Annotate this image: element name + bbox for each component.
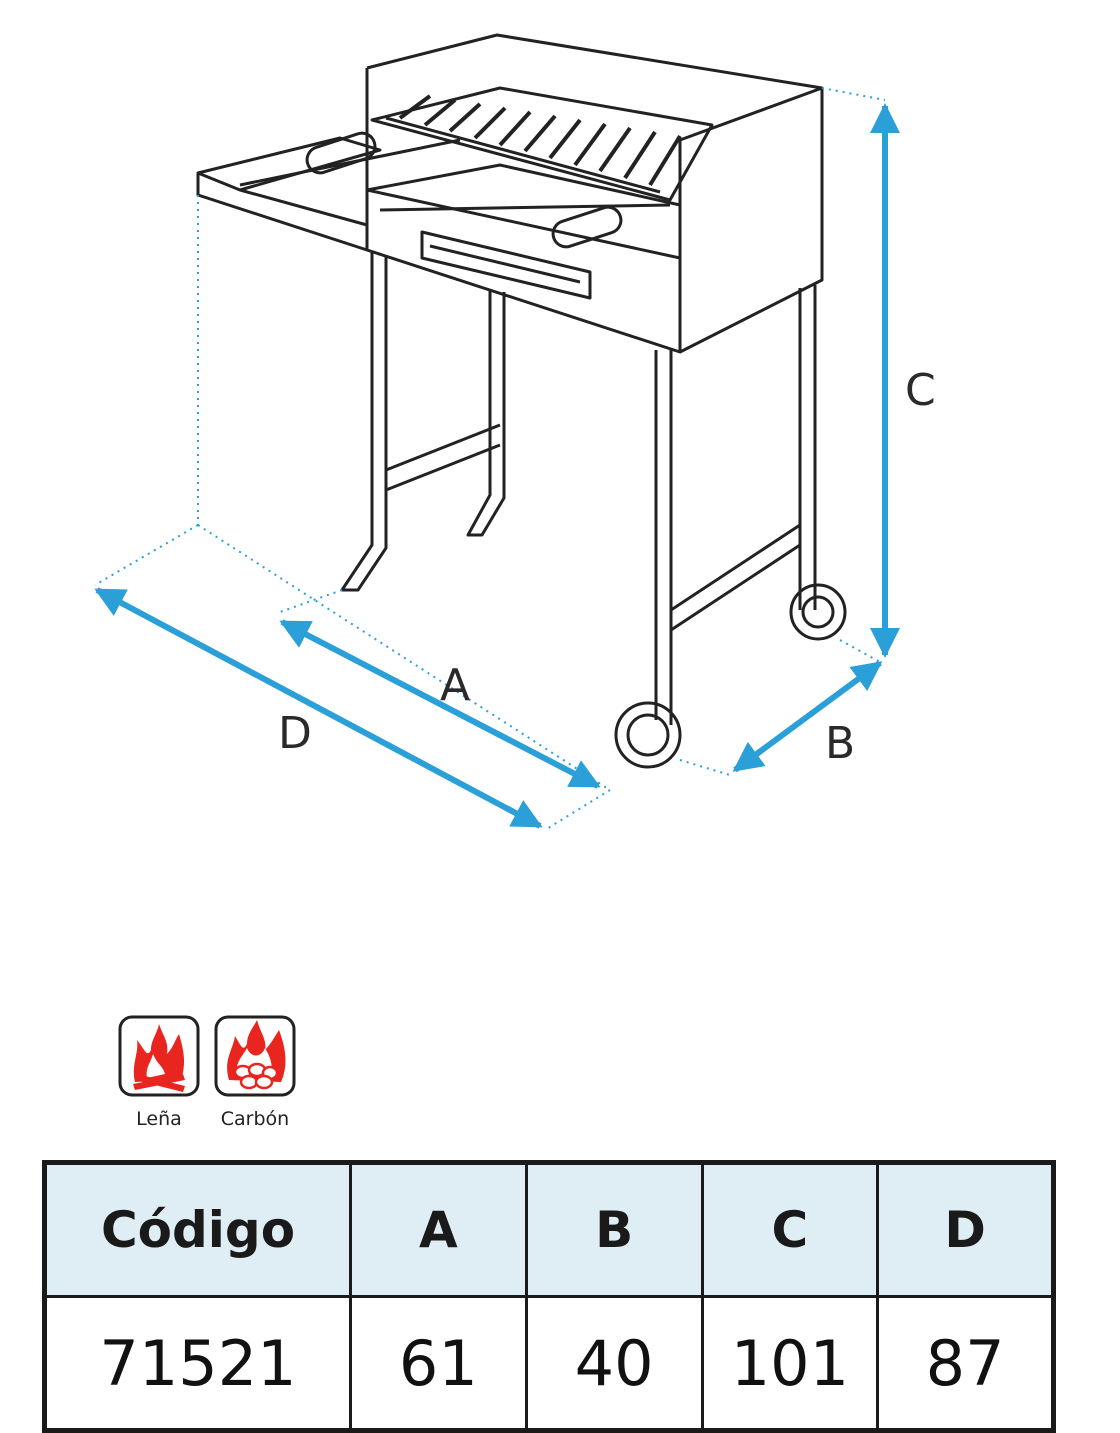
table-row: 71521 61 40 101 87 (43, 1295, 1055, 1432)
fuel-label-firewood: Leña (136, 1108, 182, 1130)
fuel-type-charcoal: Carbón (210, 1014, 300, 1130)
dimension-label-d: D (278, 708, 312, 759)
dimension-label-b: B (825, 718, 855, 769)
dimension-guide-lines (94, 87, 886, 831)
header-a: A (349, 1161, 528, 1298)
arrow-b (732, 660, 883, 773)
barbecue-drawing (196, 33, 847, 769)
cell-b: 40 (524, 1295, 704, 1432)
header-code: Código (43, 1161, 352, 1298)
cell-c: 101 (700, 1295, 880, 1432)
firewood-flame-icon (118, 1015, 200, 1097)
header-d: D (876, 1161, 1055, 1298)
dimension-label-a: A (440, 660, 470, 711)
header-b: B (524, 1161, 704, 1298)
fuel-type-firewood: Leña (114, 1014, 204, 1130)
grill-bars (398, 94, 682, 187)
dimension-label-c: C (905, 365, 936, 416)
cell-a: 61 (349, 1295, 528, 1432)
fuel-label-charcoal: Carbón (220, 1108, 290, 1130)
cell-d: 87 (876, 1295, 1055, 1432)
header-c: C (700, 1161, 880, 1298)
dimension-arrows (94, 103, 900, 829)
dimensions-table: Código A B C D 71521 61 40 101 87 (42, 1160, 1056, 1433)
barbecue-dimension-diagram: A B C D (94, 33, 936, 831)
arrow-d (94, 587, 543, 829)
table-header-row: Código A B C D (43, 1161, 1055, 1298)
cell-code: 71521 (43, 1295, 352, 1432)
charcoal-flame-icon (214, 1015, 296, 1097)
